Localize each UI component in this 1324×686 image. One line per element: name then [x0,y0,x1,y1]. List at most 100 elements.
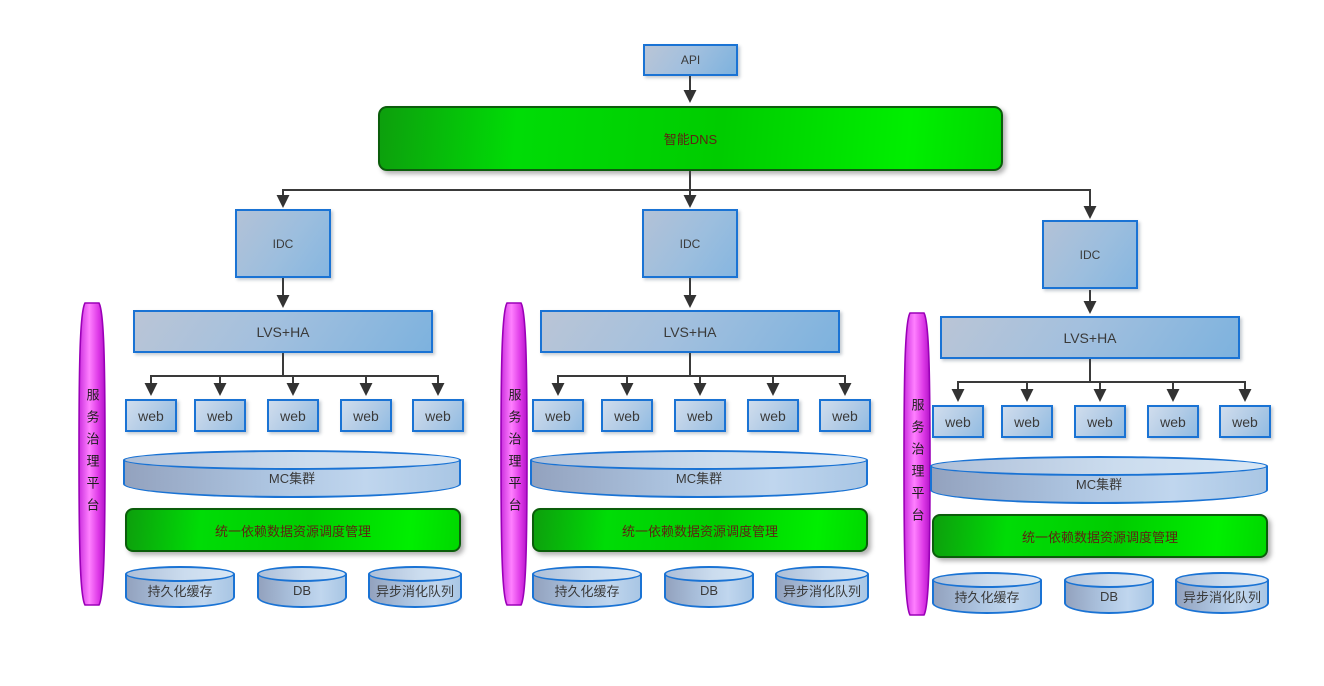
mc-cluster-cylinder: MC集群 [930,456,1268,504]
async-queue-label: 异步消化队列 [1182,589,1261,605]
web-label: web [280,407,306,424]
async-queue-cylinder: 异步消化队列 [368,566,462,608]
web-label: web [425,407,451,424]
db-label: DB [1099,588,1119,604]
idc-label: IDC [272,236,294,251]
smart-dns-label: 智能DNS [663,132,718,147]
web-label: web [614,407,640,424]
web-server-box: web [932,405,984,438]
scheduler-label: 统一依赖数据资源调度管理 [1021,529,1178,545]
db-cylinder: DB [664,566,754,608]
idc-box-2: IDC [642,209,738,278]
lvs-ha-label: LVS+HA [1063,329,1117,346]
web-label: web [545,407,571,424]
scheduler-bar: 统一依赖数据资源调度管理 [125,508,461,552]
idc-column-1: LVS+HA web web web web web MC集群 统一依赖数据资源… [80,300,466,620]
web-label: web [832,407,858,424]
async-queue-cylinder: 异步消化队列 [775,566,869,608]
web-server-box: web [1074,405,1126,438]
service-governance-banner-1: 服务治理平台 [78,302,106,606]
web-server-box: web [267,399,319,432]
web-label: web [1087,413,1113,430]
cylinder-top [930,456,1268,476]
db-label: DB [292,582,312,598]
web-server-box: web [412,399,464,432]
web-server-box: web [1219,405,1271,438]
mc-cluster-label: MC集群 [675,470,723,486]
service-governance-label: 服务治理平台 [84,388,100,520]
web-server-box: web [125,399,177,432]
mc-cluster-label: MC集群 [268,470,316,486]
async-queue-label: 异步消化队列 [375,583,454,599]
async-queue-cylinder: 异步消化队列 [1175,572,1269,614]
service-governance-label: 服务治理平台 [909,398,925,530]
persistent-cache-cylinder: 持久化缓存 [932,572,1042,614]
web-label: web [138,407,164,424]
api-label: API [680,53,701,67]
web-server-box: web [340,399,392,432]
persistent-cache-cylinder: 持久化缓存 [125,566,235,608]
db-cylinder: DB [257,566,347,608]
web-server-box: web [194,399,246,432]
web-server-box: web [1147,405,1199,438]
service-governance-banner-3: 服务治理平台 [903,312,931,616]
persistent-cache-label: 持久化缓存 [554,583,620,599]
idc-column-3: LVS+HA web web web web web MC集群 统一依赖数据资源… [887,306,1273,626]
web-label: web [1160,413,1186,430]
web-server-box: web [819,399,871,432]
banner-shape-icon [500,302,528,606]
cylinder-top [664,566,754,582]
scheduler-bar: 统一依赖数据资源调度管理 [932,514,1268,558]
lvs-ha-label: LVS+HA [663,323,717,340]
service-governance-label: 服务治理平台 [506,388,522,520]
banner-shape-icon [903,312,931,616]
mc-cluster-cylinder: MC集群 [530,450,868,498]
scheduler-bar: 统一依赖数据资源调度管理 [532,508,868,552]
scheduler-label: 统一依赖数据资源调度管理 [621,523,778,539]
db-label: DB [699,582,719,598]
cylinder-top [368,566,462,582]
persistent-cache-cylinder: 持久化缓存 [532,566,642,608]
web-server-box: web [601,399,653,432]
service-governance-banner-2: 服务治理平台 [500,302,528,606]
web-server-box: web [532,399,584,432]
web-label: web [687,407,713,424]
db-cylinder: DB [1064,572,1154,614]
cylinder-top [1175,572,1269,588]
cylinder-top [532,566,642,582]
cylinder-top [257,566,347,582]
web-label: web [760,407,786,424]
cylinder-top [125,566,235,582]
cylinder-top [775,566,869,582]
web-label: web [1232,413,1258,430]
scheduler-label: 统一依赖数据资源调度管理 [214,523,371,539]
lvs-ha-box: LVS+HA [133,310,433,353]
idc-label: IDC [679,236,701,251]
lvs-ha-label: LVS+HA [256,323,310,340]
web-label: web [353,407,379,424]
idc-label: IDC [1079,247,1101,262]
lvs-ha-box: LVS+HA [540,310,840,353]
mc-cluster-cylinder: MC集群 [123,450,461,498]
async-queue-label: 异步消化队列 [782,583,861,599]
lvs-ha-box: LVS+HA [940,316,1240,359]
web-server-box: web [1001,405,1053,438]
persistent-cache-label: 持久化缓存 [954,589,1020,605]
web-server-box: web [747,399,799,432]
cylinder-top [1064,572,1154,588]
smart-dns-bar: 智能DNS [378,106,1003,171]
web-label: web [945,413,971,430]
cylinder-top [932,572,1042,588]
web-label: web [207,407,233,424]
web-label: web [1014,413,1040,430]
persistent-cache-label: 持久化缓存 [147,583,213,599]
cylinder-top [530,450,868,470]
idc-box-1: IDC [235,209,331,278]
cylinder-top [123,450,461,470]
idc-column-2: LVS+HA web web web web web MC集群 统一依赖数据资源… [487,300,873,620]
idc-box-3: IDC [1042,220,1138,289]
mc-cluster-label: MC集群 [1075,476,1123,492]
api-box: API [643,44,738,76]
